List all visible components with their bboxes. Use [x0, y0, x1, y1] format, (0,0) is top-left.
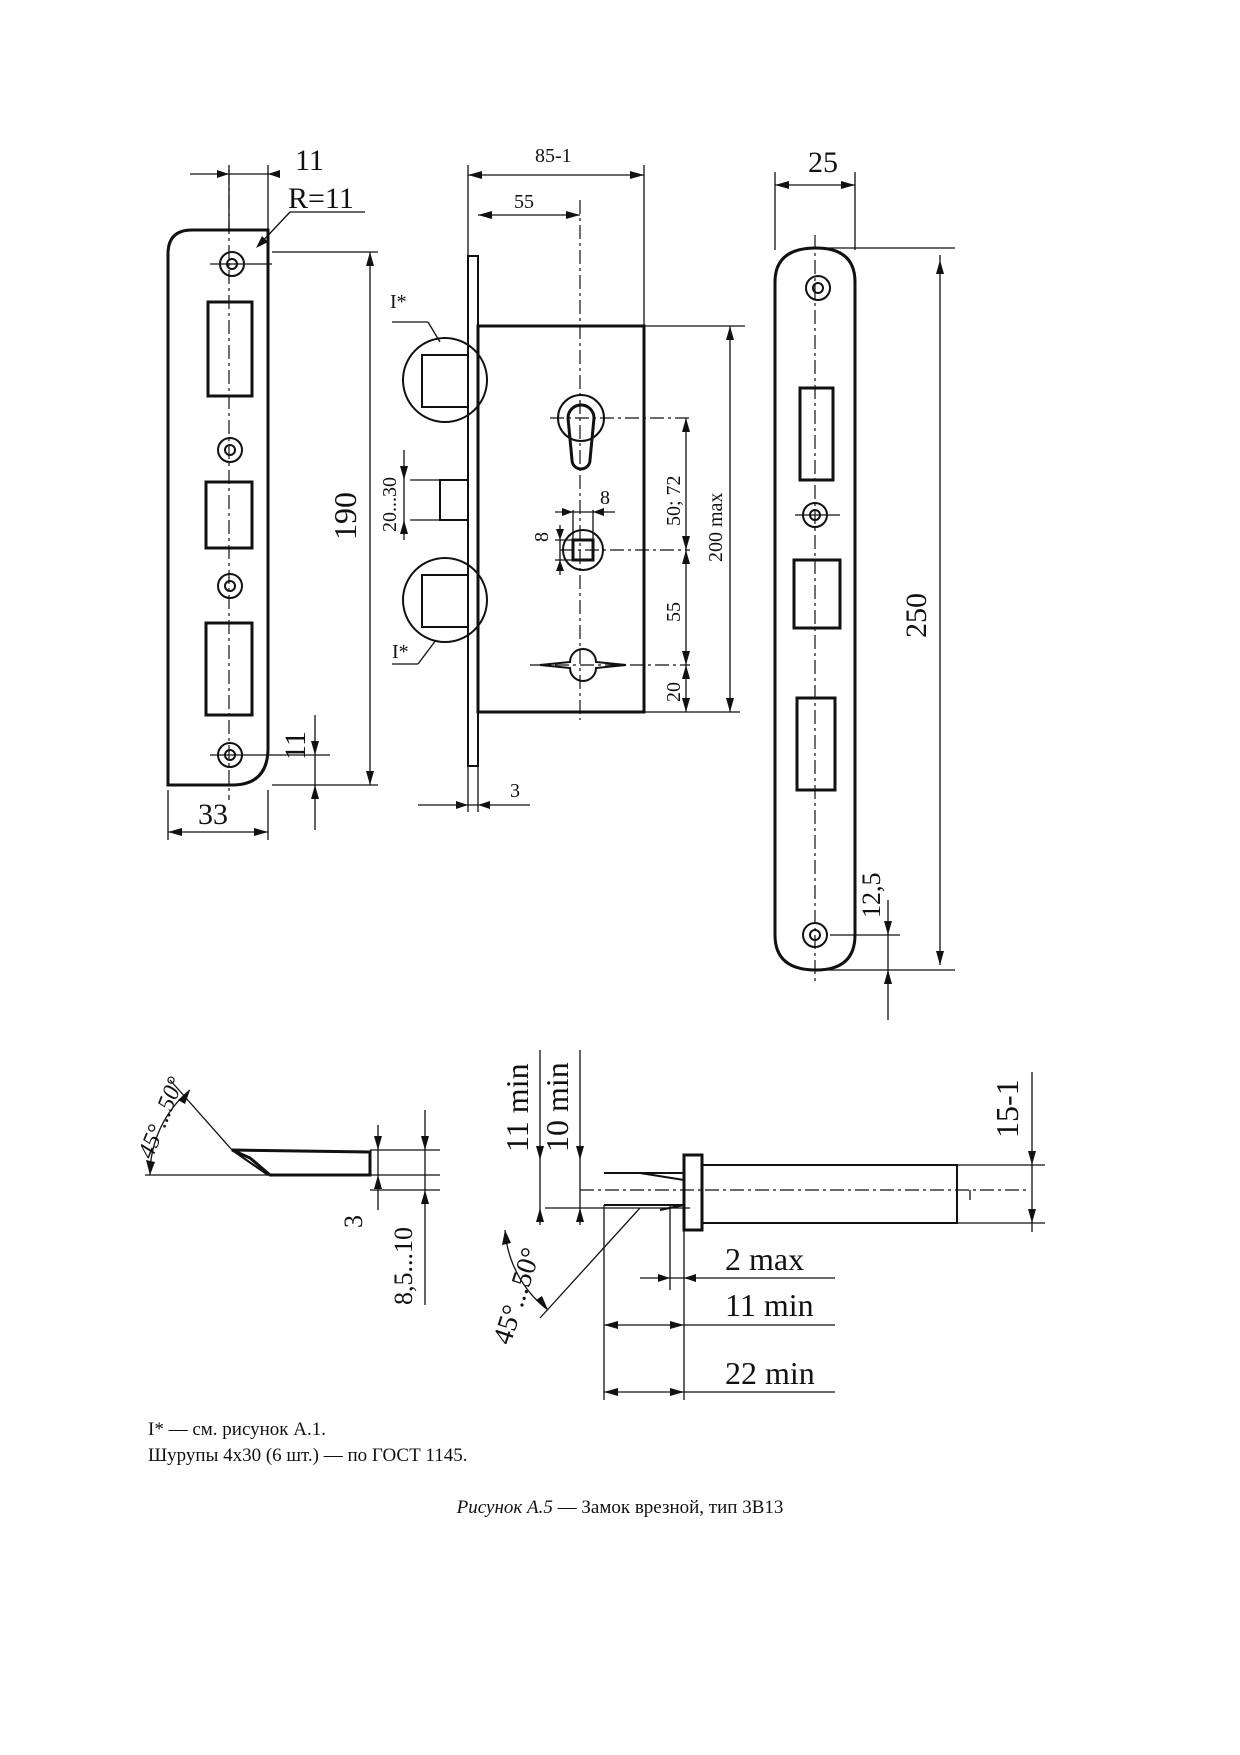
angle-label: 45°...50°: [133, 1073, 189, 1162]
dim-label: 20...30: [379, 477, 401, 532]
dim-20-30: 20...30: [379, 450, 408, 540]
dim-200-max: 200 max: [644, 325, 745, 713]
figure-caption-text: — Замок врезной, тип 3В13: [552, 1497, 784, 1518]
dim-12-5: 12,5: [830, 873, 900, 1020]
dim-33: 33: [167, 790, 269, 840]
angle-label: 45°...50°: [487, 1244, 547, 1348]
dim-label: 20: [663, 682, 685, 702]
figure-caption: Рисунок А.5 — Замок врезной, тип 3В13: [0, 1497, 1240, 1519]
latch-bevel-detail: 45°...50°: [133, 1073, 372, 1177]
dim-8-5-10: 8,5...10: [370, 1110, 440, 1305]
dim-label: 85-1: [535, 145, 572, 167]
strike-plate-front-view: [166, 170, 330, 800]
dim-label: 33: [198, 798, 228, 831]
dim-3-latch: 3: [339, 1125, 440, 1228]
dim-8-vertical: 8: [531, 525, 573, 575]
footnote-detail-ref: I* — см. рисунок А.1.: [148, 1419, 327, 1440]
dim-label: 22 min: [725, 1355, 815, 1391]
dim-label: 190: [327, 492, 363, 540]
dim-10-min-vertical: 10 min: [539, 1050, 584, 1225]
dim-55-top: 55: [478, 191, 580, 219]
detail-callouts: I* I*: [390, 291, 441, 665]
dim-radius: R=11: [256, 182, 365, 248]
dim-190: 190: [272, 251, 378, 786]
faceplate-front-view: [773, 235, 857, 985]
dim-label: 3: [339, 1215, 368, 1228]
dim-label: R=11: [288, 182, 354, 215]
dim-label: 11 min: [725, 1287, 814, 1323]
figure-caption-label: Рисунок А.5: [456, 1497, 553, 1518]
dim-15-1: 15-1: [957, 1072, 1045, 1232]
dim-8-horizontal: 8: [555, 487, 615, 540]
dim-label: 250: [900, 593, 933, 638]
dim-label: 200 max: [705, 493, 727, 562]
dim-label: 3: [510, 780, 520, 802]
dim-label: 15-1: [989, 1079, 1025, 1138]
dim-label: 11: [279, 731, 312, 760]
dim-250: 250: [825, 247, 955, 971]
dim-label: 25: [808, 146, 838, 179]
dim-chain-right: 50; 72 55 20: [644, 418, 700, 713]
dim-11-top: 11: [190, 144, 324, 230]
dim-label: 11: [295, 144, 324, 177]
dim-label: 8: [600, 487, 610, 509]
dim-label: 8: [531, 532, 553, 542]
detail-label-top: I*: [390, 291, 407, 313]
dim-label: 55: [663, 602, 685, 622]
dim-label: 2 max: [725, 1241, 804, 1277]
dim-11-min-horizontal: 11 min: [603, 1205, 835, 1330]
footnote-screws: Шурупы 4х30 (6 шт.) — по ГОСТ 1145.: [148, 1445, 468, 1466]
dim-11-min-vertical: 11 min: [499, 1050, 544, 1225]
dim-22-min: 22 min: [603, 1330, 835, 1400]
dim-11-bottom: 11: [279, 715, 319, 830]
lock-technical-drawing: 11 R=11 190 11 33: [133, 144, 1045, 1400]
dim-label: 8,5...10: [389, 1227, 418, 1305]
dim-label: 12,5: [857, 873, 886, 919]
dim-label: 55: [514, 191, 534, 213]
dim-label: 11 min: [499, 1063, 535, 1152]
dim-85: 85-1: [467, 145, 645, 326]
dim-label: 50; 72: [663, 475, 685, 526]
dim-25: 25: [774, 146, 856, 250]
detail-label-bottom: I*: [392, 641, 409, 663]
dim-label: 10 min: [539, 1062, 575, 1152]
dim-2-max: 2 max: [640, 1205, 835, 1290]
dim-3-faceplate: 3: [418, 766, 530, 812]
lock-body-side-view: [402, 200, 690, 767]
